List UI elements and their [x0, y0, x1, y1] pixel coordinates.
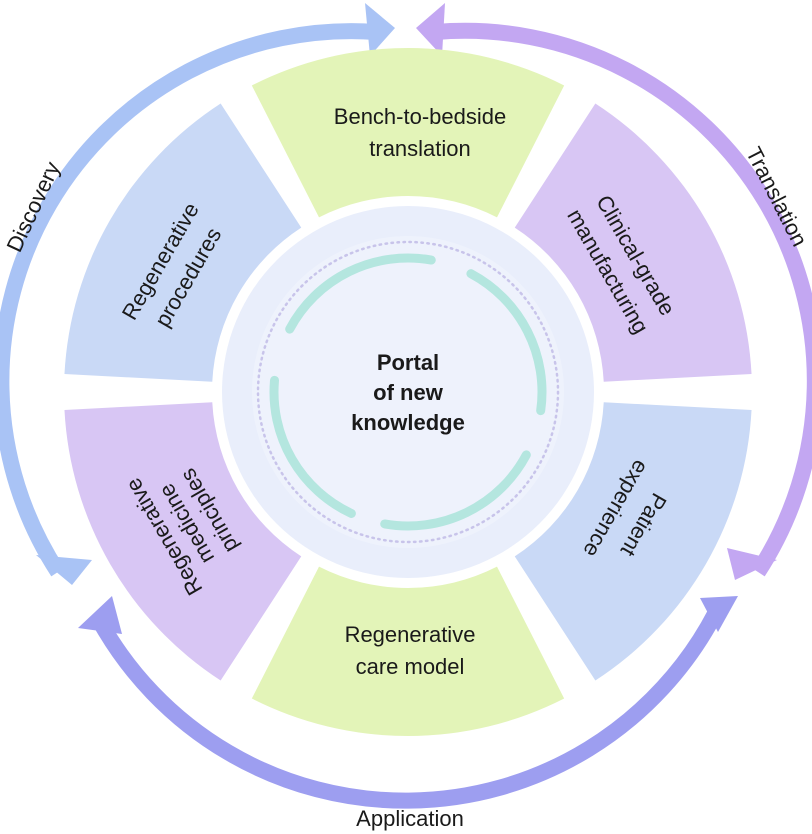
- discovery-arrowhead-bottom: [36, 555, 92, 585]
- center-title-line3: knowledge: [351, 410, 465, 435]
- application-arrowhead-left: [78, 596, 122, 634]
- discovery-arrowhead-top: [365, 3, 395, 56]
- discovery-arrow: [0, 3, 395, 585]
- center-portal: Portal of new knowledge: [222, 206, 594, 578]
- segment-regenerative-care-model: [251, 566, 565, 736]
- application-label: Application: [356, 806, 464, 831]
- translation-arrowhead-top: [416, 3, 445, 56]
- center-dotted-ring: [256, 240, 560, 544]
- center-inner-circle: [252, 236, 564, 548]
- translation-arrow: [416, 3, 812, 580]
- segment-label-line: Regenerative: [345, 622, 476, 647]
- segment-regenerative-medicine-principles: [64, 402, 302, 681]
- label-bench-to-bedside: Bench-to-bedside translation: [334, 104, 506, 161]
- application-arrow: [78, 596, 738, 809]
- discovery-arrow-shaft: [0, 23, 377, 577]
- portal-arc: [380, 450, 531, 531]
- application-arrowhead-right: [700, 596, 738, 632]
- segment-label-line: translation: [369, 136, 471, 161]
- portal-arc: [466, 269, 547, 416]
- label-regenerative-care-model: Regenerative care model: [345, 622, 476, 679]
- portal-arcs: [269, 253, 547, 531]
- portal-arc: [269, 375, 356, 518]
- segment-label-line: Bench-to-bedside: [334, 104, 506, 129]
- segment-patient-experience: [514, 402, 752, 681]
- segment-regenerative-procedures: [64, 103, 302, 382]
- segment-bench-to-bedside: [251, 48, 565, 218]
- segment-clinical-grade-manufacturing: [514, 103, 752, 382]
- translation-arrow-shaft: [435, 22, 812, 577]
- translation-arrowhead-bottom: [727, 548, 777, 580]
- application-arrow-shaft: [90, 608, 724, 809]
- center-title-line2: of new: [373, 380, 444, 405]
- portal-arc: [285, 253, 436, 334]
- center-title-line1: Portal: [377, 350, 439, 375]
- segment-label-line: care model: [356, 654, 465, 679]
- ring-segments: [64, 48, 752, 736]
